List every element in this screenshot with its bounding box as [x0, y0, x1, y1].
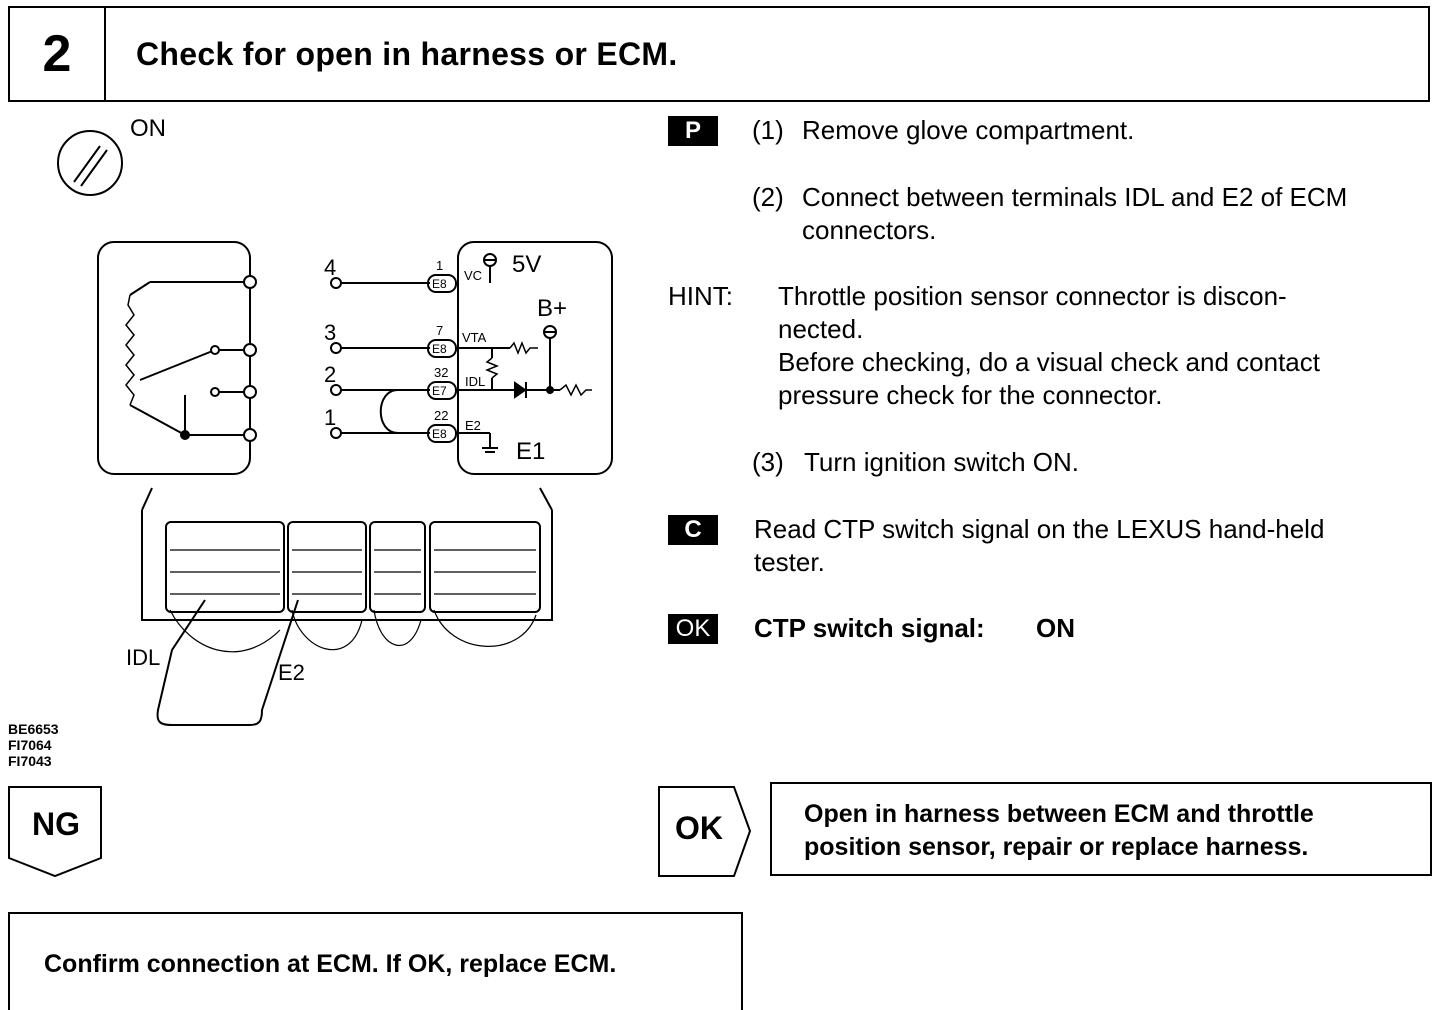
ok-spec-label: CTP switch signal:: [754, 613, 985, 643]
connector-label-e2: E8: [432, 427, 447, 441]
connector-label-vta: E8: [432, 342, 447, 356]
ok-badge: OK: [668, 614, 718, 644]
pin-label-2: 2: [324, 362, 336, 387]
step-title: Check for open in harness or ECM.: [136, 35, 678, 72]
hint-line-3: Before checking, do a visual check and c…: [778, 347, 1320, 377]
pin-label-1: 1: [324, 405, 336, 430]
signal-idl: IDL: [465, 374, 485, 389]
probe-label-e2: E2: [278, 660, 305, 685]
ecm-connector-illustration: [141, 487, 553, 726]
step-2-text-cont: connectors.: [802, 215, 937, 245]
ok-action-box: Open in harness between ECM and throttle…: [770, 782, 1432, 876]
step-2-text: Connect between terminals IDL and E2 of …: [802, 182, 1348, 212]
hint-line-1: Throttle position sensor connector is di…: [778, 281, 1287, 311]
ng-arrow-box: [8, 786, 102, 878]
terminal-number-1: 1: [436, 258, 443, 273]
step-3-num: (3): [752, 447, 784, 477]
ng-action-text: Confirm connection at ECM. If OK, replac…: [44, 950, 617, 978]
supply-5v: 5V: [512, 251, 541, 278]
pin-label-3: 3: [324, 320, 336, 345]
ng-action-box: Confirm connection at ECM. If OK, replac…: [8, 912, 743, 1010]
hint-line-2: nected.: [778, 314, 864, 344]
ecm-diagram: [330, 241, 613, 475]
prep-badge: P: [668, 116, 718, 146]
step-header: 2 Check for open in harness or ECM.: [8, 6, 1430, 102]
ignition-on-label: ON: [130, 115, 166, 142]
figure-code-3: FI7043: [8, 753, 52, 769]
step-3-text: Turn ignition switch ON.: [804, 447, 1080, 477]
hint-line-4: pressure check for the connector.: [778, 380, 1163, 410]
figure-code-2: FI7064: [8, 737, 52, 753]
step-number: 2: [10, 8, 106, 100]
terminal-number-22: 22: [434, 408, 448, 423]
ok-label: OK: [675, 810, 723, 846]
check-badge: C: [668, 515, 718, 545]
ng-label: NG: [32, 806, 80, 842]
step-1-num: (1): [752, 115, 784, 145]
figure-code-1: BE6653: [8, 721, 59, 737]
ground-e1: E1: [516, 438, 545, 465]
signal-vc: VC: [464, 268, 482, 283]
step-2-num: (2): [752, 182, 784, 212]
signal-e2: E2: [465, 418, 481, 433]
ecm-labels: 4 3 2 1 1 7 32 22 E8 E8 E7 E8 VC VTA IDL…: [324, 251, 567, 465]
connector-label-vc: E8: [432, 277, 447, 291]
battery-b-plus: B+: [537, 295, 567, 322]
check-text-line-1: Read CTP switch signal on the LEXUS hand…: [754, 514, 1325, 544]
connector-label-idl: E7: [432, 384, 447, 398]
hint-label: HINT:: [668, 281, 733, 311]
ok-spec-value: ON: [1036, 613, 1075, 643]
ok-arrow-box: [658, 786, 752, 877]
probe-label-idl: IDL: [126, 645, 160, 670]
circuit-illustration: ON: [57, 115, 613, 726]
ok-action-line-2: position sensor, repair or replace harne…: [804, 833, 1309, 861]
terminal-number-32: 32: [434, 365, 448, 380]
terminal-number-7: 7: [436, 323, 443, 338]
ok-action-line-1: Open in harness between ECM and throttle: [804, 800, 1314, 828]
step-1-text: Remove glove compartment.: [802, 115, 1135, 145]
ignition-switch-icon: [57, 130, 123, 196]
signal-vta: VTA: [462, 330, 487, 345]
pin-label-4: 4: [324, 255, 336, 280]
throttle-sensor-diagram: [97, 241, 257, 475]
check-text-line-2: tester.: [754, 547, 825, 577]
